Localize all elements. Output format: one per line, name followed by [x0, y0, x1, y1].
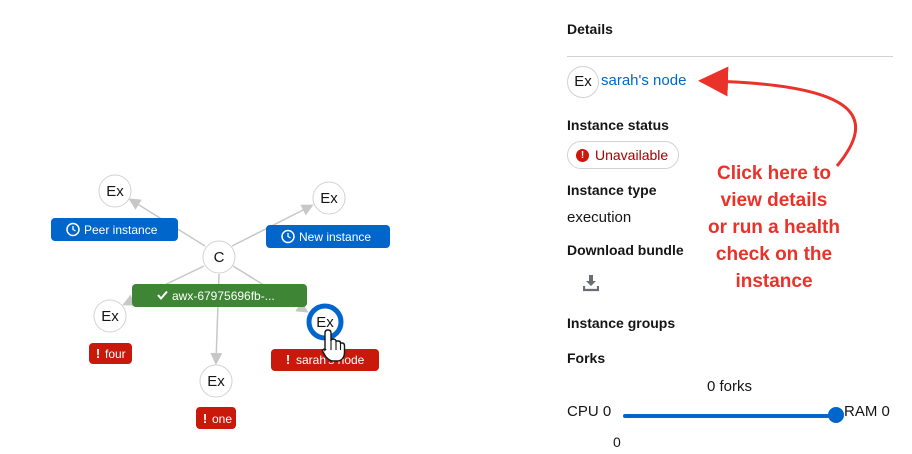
status-text: Unavailable — [595, 147, 669, 163]
error-icon: ! — [576, 148, 589, 162]
cpu-label: CPU 0 — [567, 403, 612, 420]
annotation-line: view details — [720, 190, 828, 211]
badge-label: one — [212, 412, 232, 426]
node-top-left[interactable]: Ex — [98, 174, 132, 208]
forks-slider-track[interactable] — [623, 414, 837, 418]
badge-label: Peer instance — [84, 223, 158, 237]
annotation-arrow — [698, 66, 858, 167]
node-label: C — [214, 249, 225, 266]
node-center-control[interactable]: C — [202, 240, 236, 274]
node-top-right[interactable]: Ex — [312, 181, 346, 215]
exclamation-icon: ! — [96, 346, 100, 361]
node-bottom[interactable]: Ex — [199, 364, 233, 398]
forks-count: 0 forks — [706, 378, 752, 395]
annotation-line: check on the — [715, 244, 833, 265]
node-left[interactable]: Ex — [93, 299, 127, 333]
ram-label: RAM 0 — [844, 403, 890, 420]
node-type-icon: Ex — [567, 66, 599, 98]
badge-new-instance[interactable]: New instance — [266, 225, 390, 248]
forks-label: Forks — [567, 350, 606, 366]
divider — [567, 56, 893, 57]
instance-groups-label: Instance groups — [567, 315, 676, 331]
annotation-line: instance — [735, 271, 813, 292]
badge-awx[interactable]: awx-67975696fb-... — [132, 284, 307, 307]
hand-cursor-icon — [321, 329, 346, 362]
slider-value: 0 — [613, 434, 621, 450]
node-label: Ex — [320, 190, 338, 207]
download-bundle-label: Download bundle — [567, 242, 684, 258]
download-icon[interactable] — [583, 274, 599, 292]
exclamation-icon: ! — [203, 411, 207, 426]
forks-slider-thumb[interactable] — [828, 407, 844, 423]
instance-type-label: Instance type — [567, 182, 657, 198]
details-panel: Details Ex sarah's node Instance status … — [567, 0, 894, 454]
clock-icon — [281, 229, 295, 244]
annotation-line: or run a health — [708, 217, 840, 238]
badge-label: awx-67975696fb-... — [172, 289, 275, 303]
badge-label: four — [105, 347, 126, 361]
node-label: Ex — [316, 314, 334, 331]
node-label: Ex — [106, 183, 124, 200]
instance-status-label: Instance status — [567, 117, 669, 133]
annotation-line: Click here to — [716, 163, 832, 184]
topology-graph: Ex Ex C Ex Ex Ex Peer instance New insta… — [51, 174, 390, 429]
exclamation-icon: ! — [286, 352, 290, 367]
badge-label: New instance — [299, 230, 371, 244]
status-badge: ! Unavailable — [567, 141, 680, 169]
node-label: Ex — [207, 373, 225, 390]
badge-one[interactable]: ! one — [196, 407, 236, 429]
check-icon — [157, 290, 168, 301]
badge-four[interactable]: ! four — [89, 343, 132, 364]
node-name-link[interactable]: sarah's node — [601, 72, 687, 89]
instance-type-value: execution — [567, 209, 632, 226]
node-label: Ex — [101, 308, 119, 325]
clock-icon — [66, 222, 80, 237]
annotation-text: Click here to view details or run a heal… — [694, 160, 854, 295]
details-heading: Details — [567, 21, 613, 37]
badge-peer-instance[interactable]: Peer instance — [51, 218, 178, 241]
